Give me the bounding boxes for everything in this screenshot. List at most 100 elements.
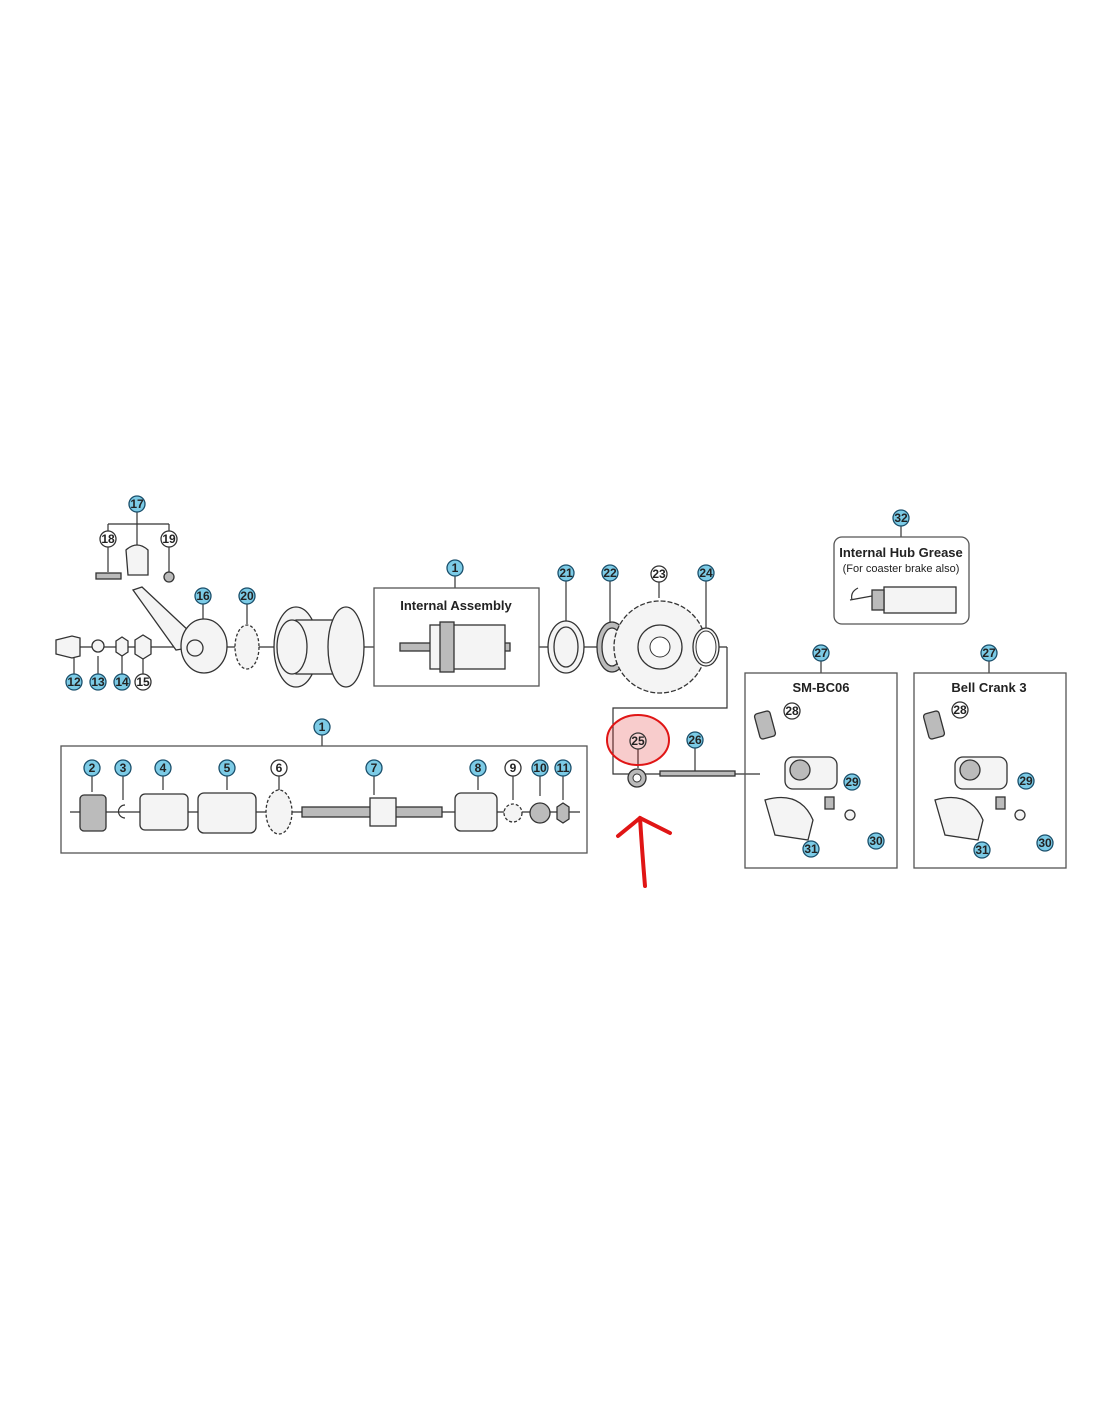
svg-text:18: 18 bbox=[101, 532, 115, 546]
part-12-cone-nut bbox=[55, 635, 81, 659]
part-18-bolt bbox=[95, 572, 122, 580]
svg-text:7: 7 bbox=[371, 761, 378, 775]
callout-6: 6 bbox=[270, 759, 288, 777]
callout-2: 2 bbox=[83, 759, 101, 777]
grease-note: (For coaster brake also) bbox=[843, 563, 960, 575]
callout-27-sm-bc06: 27 bbox=[812, 644, 830, 662]
part-26-cable bbox=[659, 770, 736, 777]
callout-31-sm-bc06: 31 bbox=[802, 840, 820, 858]
callout-13: 13 bbox=[89, 673, 107, 691]
svg-text:27: 27 bbox=[814, 646, 828, 660]
callout-28-bell-crank: 28 bbox=[951, 701, 969, 719]
part-8-brake-cone bbox=[454, 792, 498, 832]
svg-text:14: 14 bbox=[115, 675, 129, 689]
svg-text:10: 10 bbox=[533, 761, 547, 775]
callout-20: 20 bbox=[238, 587, 256, 605]
callout-28-sm-bc06: 28 bbox=[783, 702, 801, 720]
sm-bc06-label: SM-BC06 bbox=[792, 680, 849, 695]
svg-text:17: 17 bbox=[130, 497, 144, 511]
red-arrow-annotation bbox=[616, 815, 672, 888]
callout-21: 21 bbox=[557, 564, 575, 582]
svg-text:30: 30 bbox=[1038, 836, 1052, 850]
svg-text:31: 31 bbox=[975, 843, 989, 857]
callout-23: 23 bbox=[650, 565, 668, 583]
callout-15: 15 bbox=[134, 673, 152, 691]
callout-4: 4 bbox=[154, 759, 172, 777]
svg-text:32: 32 bbox=[894, 511, 908, 525]
svg-text:6: 6 bbox=[276, 761, 283, 775]
svg-text:15: 15 bbox=[136, 675, 150, 689]
callout-8: 8 bbox=[469, 759, 487, 777]
callout-12: 12 bbox=[65, 673, 83, 691]
svg-text:16: 16 bbox=[196, 589, 210, 603]
callout-1-bottom: 1 bbox=[313, 718, 331, 736]
svg-text:28: 28 bbox=[953, 703, 967, 717]
svg-text:29: 29 bbox=[1019, 774, 1033, 788]
svg-text:20: 20 bbox=[240, 589, 254, 603]
part-19-nut bbox=[163, 571, 175, 583]
internal-assembly-label: Internal Assembly bbox=[400, 598, 512, 613]
part-5-ring-gear bbox=[197, 792, 257, 834]
bell-crank-box bbox=[913, 672, 1067, 869]
part-10-cone bbox=[529, 802, 551, 824]
part-13-washer bbox=[91, 639, 105, 653]
callout-26: 26 bbox=[686, 731, 704, 749]
callout-31-bell-crank: 31 bbox=[973, 841, 991, 859]
svg-text:25: 25 bbox=[631, 734, 645, 748]
internal-assembly-detail-box bbox=[60, 745, 588, 854]
callout-25: 25 bbox=[629, 732, 647, 750]
callout-17: 17 bbox=[128, 495, 146, 513]
svg-text:4: 4 bbox=[160, 761, 167, 775]
part-3-clip bbox=[117, 804, 126, 819]
grease-tube bbox=[883, 586, 957, 614]
callout-14: 14 bbox=[113, 673, 131, 691]
svg-text:24: 24 bbox=[699, 566, 713, 580]
callouts: 17 18 19 16 20 12 13 14 15 1 21 22 23 24… bbox=[65, 495, 1054, 859]
callout-7: 7 bbox=[365, 759, 383, 777]
svg-text:1: 1 bbox=[452, 561, 459, 575]
callout-22: 22 bbox=[601, 564, 619, 582]
callout-9: 9 bbox=[504, 759, 522, 777]
svg-text:9: 9 bbox=[510, 761, 517, 775]
part-4-clutch bbox=[139, 793, 189, 831]
callout-24: 24 bbox=[697, 564, 715, 582]
callout-1-top: 1 bbox=[446, 559, 464, 577]
callout-27-bell-crank: 27 bbox=[980, 644, 998, 662]
callout-5: 5 bbox=[218, 759, 236, 777]
part-20-ring bbox=[234, 624, 260, 670]
svg-text:26: 26 bbox=[688, 733, 702, 747]
svg-text:31: 31 bbox=[804, 842, 818, 856]
callout-18: 18 bbox=[99, 530, 117, 548]
svg-text:22: 22 bbox=[603, 566, 617, 580]
callout-30-bell-crank: 30 bbox=[1036, 834, 1054, 852]
part-17-clamp bbox=[125, 544, 149, 576]
part-16-brake-body bbox=[180, 618, 228, 674]
svg-text:1: 1 bbox=[319, 720, 326, 734]
callout-30-sm-bc06: 30 bbox=[867, 832, 885, 850]
callout-29-sm-bc06: 29 bbox=[843, 773, 861, 791]
sm-bc06-drawing bbox=[753, 710, 856, 841]
svg-text:27: 27 bbox=[982, 646, 996, 660]
callout-32: 32 bbox=[892, 509, 910, 527]
svg-text:8: 8 bbox=[475, 761, 482, 775]
part-6-pawl-ring bbox=[265, 789, 293, 835]
internal-assembly-box bbox=[373, 587, 540, 687]
grease-title: Internal Hub Grease bbox=[839, 545, 963, 560]
part-2-driver bbox=[79, 794, 107, 832]
svg-text:2: 2 bbox=[89, 761, 96, 775]
part-9-ring bbox=[503, 803, 523, 823]
callout-19: 19 bbox=[160, 530, 178, 548]
callout-16: 16 bbox=[194, 587, 212, 605]
svg-text:12: 12 bbox=[67, 675, 81, 689]
callout-29-bell-crank: 29 bbox=[1017, 772, 1035, 790]
grease-box bbox=[833, 536, 970, 625]
svg-text:3: 3 bbox=[120, 761, 127, 775]
part-11-nut bbox=[556, 802, 570, 824]
part-14-nut bbox=[115, 636, 129, 657]
svg-text:19: 19 bbox=[162, 532, 176, 546]
svg-text:29: 29 bbox=[845, 775, 859, 789]
svg-text:11: 11 bbox=[557, 761, 570, 775]
svg-text:28: 28 bbox=[785, 704, 799, 718]
callout-10: 10 bbox=[531, 759, 549, 777]
svg-text:5: 5 bbox=[224, 761, 231, 775]
